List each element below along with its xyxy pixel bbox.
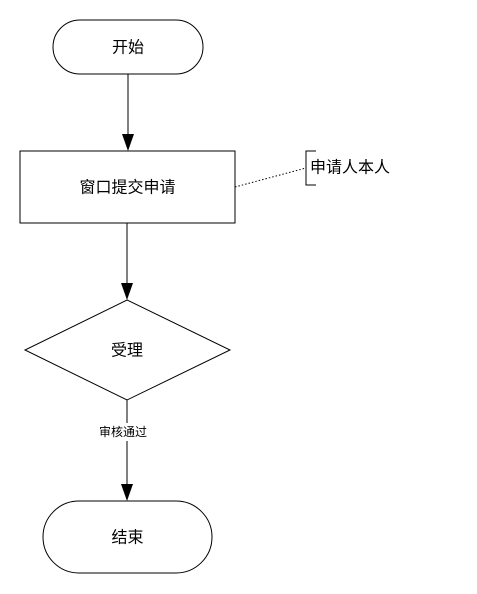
- edge-start-submit-arrow: [122, 134, 134, 151]
- edge-submit-accept: [121, 223, 133, 300]
- edge-start-submit: [122, 74, 134, 151]
- annotation-connector: [234, 167, 307, 188]
- node-submit: 窗口提交申请: [19, 150, 236, 224]
- accept-label: 受理: [111, 341, 143, 360]
- start-label: 开始: [112, 38, 144, 57]
- edge-accept-end-label: 审核通过: [99, 424, 147, 439]
- edge-accept-end: 审核通过: [88, 400, 158, 501]
- edge-submit-accept-arrow: [121, 283, 133, 300]
- node-end: 结束: [42, 500, 213, 574]
- edge-accept-end-arrow: [121, 484, 133, 501]
- node-start: 开始: [52, 19, 204, 75]
- edge-accept-end-label-bg: [88, 424, 158, 440]
- end-shape: [42, 500, 213, 574]
- submit-shape: [19, 150, 236, 224]
- end-label: 结束: [111, 528, 143, 547]
- annotation-label: 申请人本人: [310, 158, 390, 177]
- annotation: 申请人本人: [234, 150, 390, 188]
- submit-label: 窗口提交申请: [79, 178, 175, 197]
- annotation-bracket: [305, 150, 316, 186]
- node-accept: 受理: [23, 299, 232, 401]
